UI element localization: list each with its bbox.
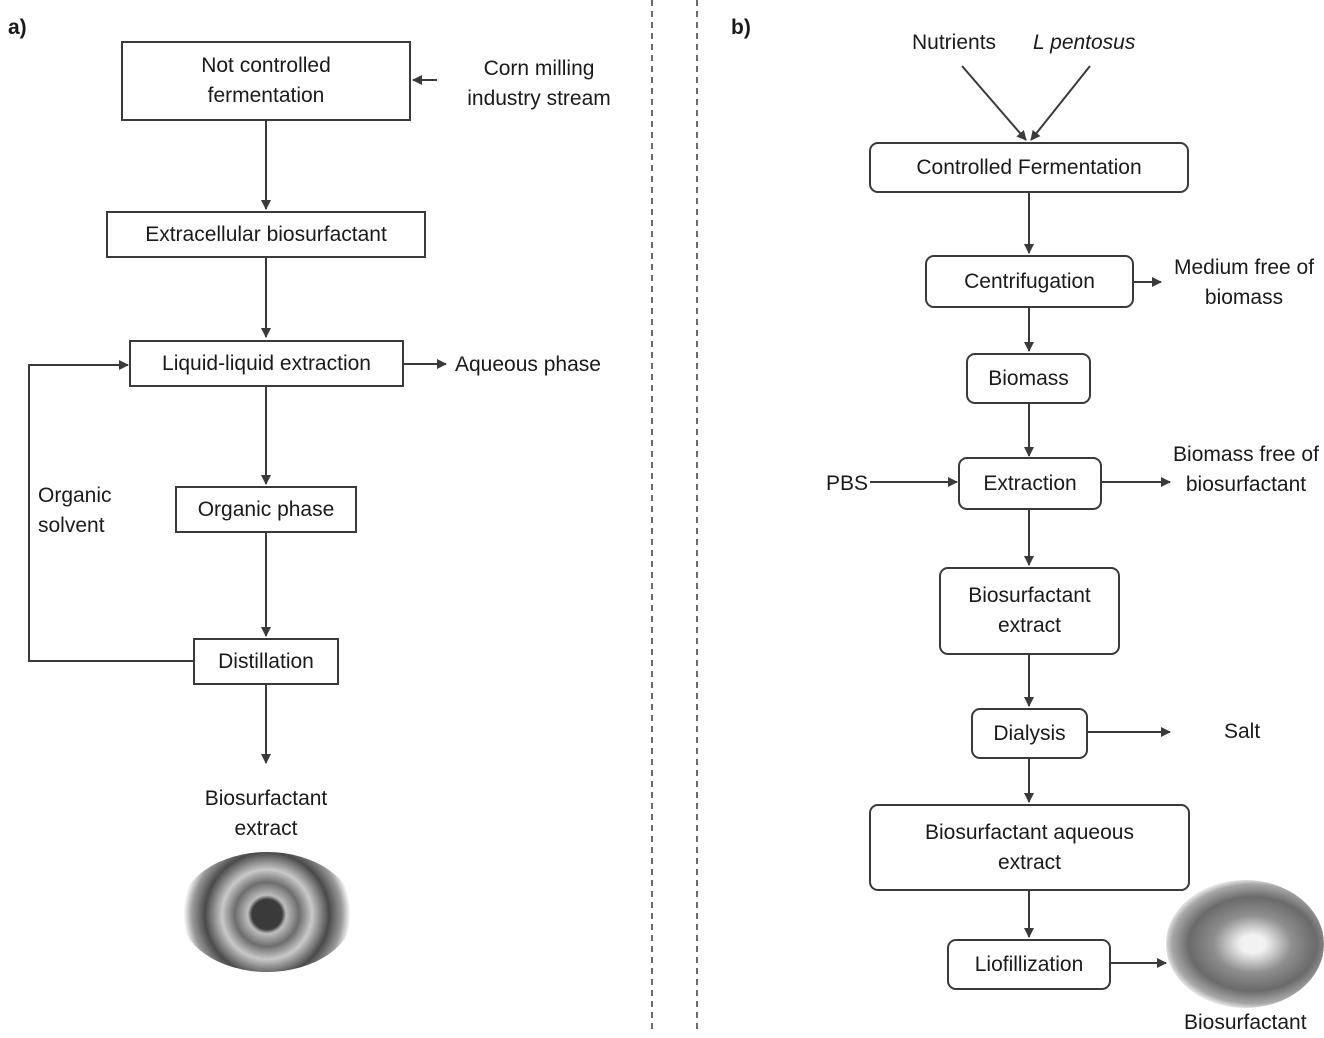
box-dialysis: Dialysis — [971, 708, 1088, 759]
arrow-nutrients-to-fermentation — [961, 65, 1027, 141]
box-liquid-liquid-extraction: Liquid-liquid extraction — [129, 340, 404, 387]
box-not-controlled-fermentation: Not controlled fermentation — [121, 41, 411, 121]
box-biosurfactant-extract: Biosurfactant extract — [939, 567, 1120, 655]
biosurfactant-powder-photo — [1166, 880, 1324, 1008]
label-l-pentosus: L pentosus — [1033, 31, 1136, 54]
box-centrifugation: Centrifugation — [925, 255, 1134, 308]
box-extracellular-biosurfactant: Extracellular biosurfactant — [106, 211, 426, 258]
arrow-solvent-recycle — [28, 360, 193, 662]
label-corn-milling-stream: Corn milling industry stream — [467, 57, 611, 110]
biosurfactant-extract-photo — [180, 852, 354, 972]
label-pbs: PBS — [826, 472, 869, 495]
box-biomass: Biomass — [966, 353, 1091, 404]
label-aqueous-phase: Aqueous phase — [455, 353, 601, 376]
label-salt: Salt — [1224, 720, 1261, 743]
arrow-pentosus-to-fermentation — [1030, 65, 1091, 141]
box-organic-phase: Organic phase — [175, 486, 357, 533]
panel-label-a: a) — [8, 16, 27, 39]
label-biosurfactant-product: Biosurfactant — [1184, 1011, 1307, 1034]
box-extraction: Extraction — [958, 457, 1102, 510]
box-biosurfactant-aqueous-extract: Biosurfactant aqueous extract — [869, 804, 1190, 891]
label-biosurfactant-extract-a: Biosurfactant extract — [204, 787, 328, 840]
box-distillation: Distillation — [193, 638, 339, 685]
label-nutrients: Nutrients — [912, 31, 997, 54]
box-controlled-fermentation: Controlled Fermentation — [869, 142, 1189, 193]
label-biomass-free-of-biosurfactant: Biomass free of biosurfactant — [1173, 443, 1319, 496]
label-organic-solvent: Organic solvent — [38, 484, 112, 537]
label-medium-free-of-biomass: Medium free of biomass — [1173, 256, 1315, 309]
panel-label-b: b) — [731, 16, 751, 39]
box-liofillization: Liofillization — [947, 939, 1111, 990]
